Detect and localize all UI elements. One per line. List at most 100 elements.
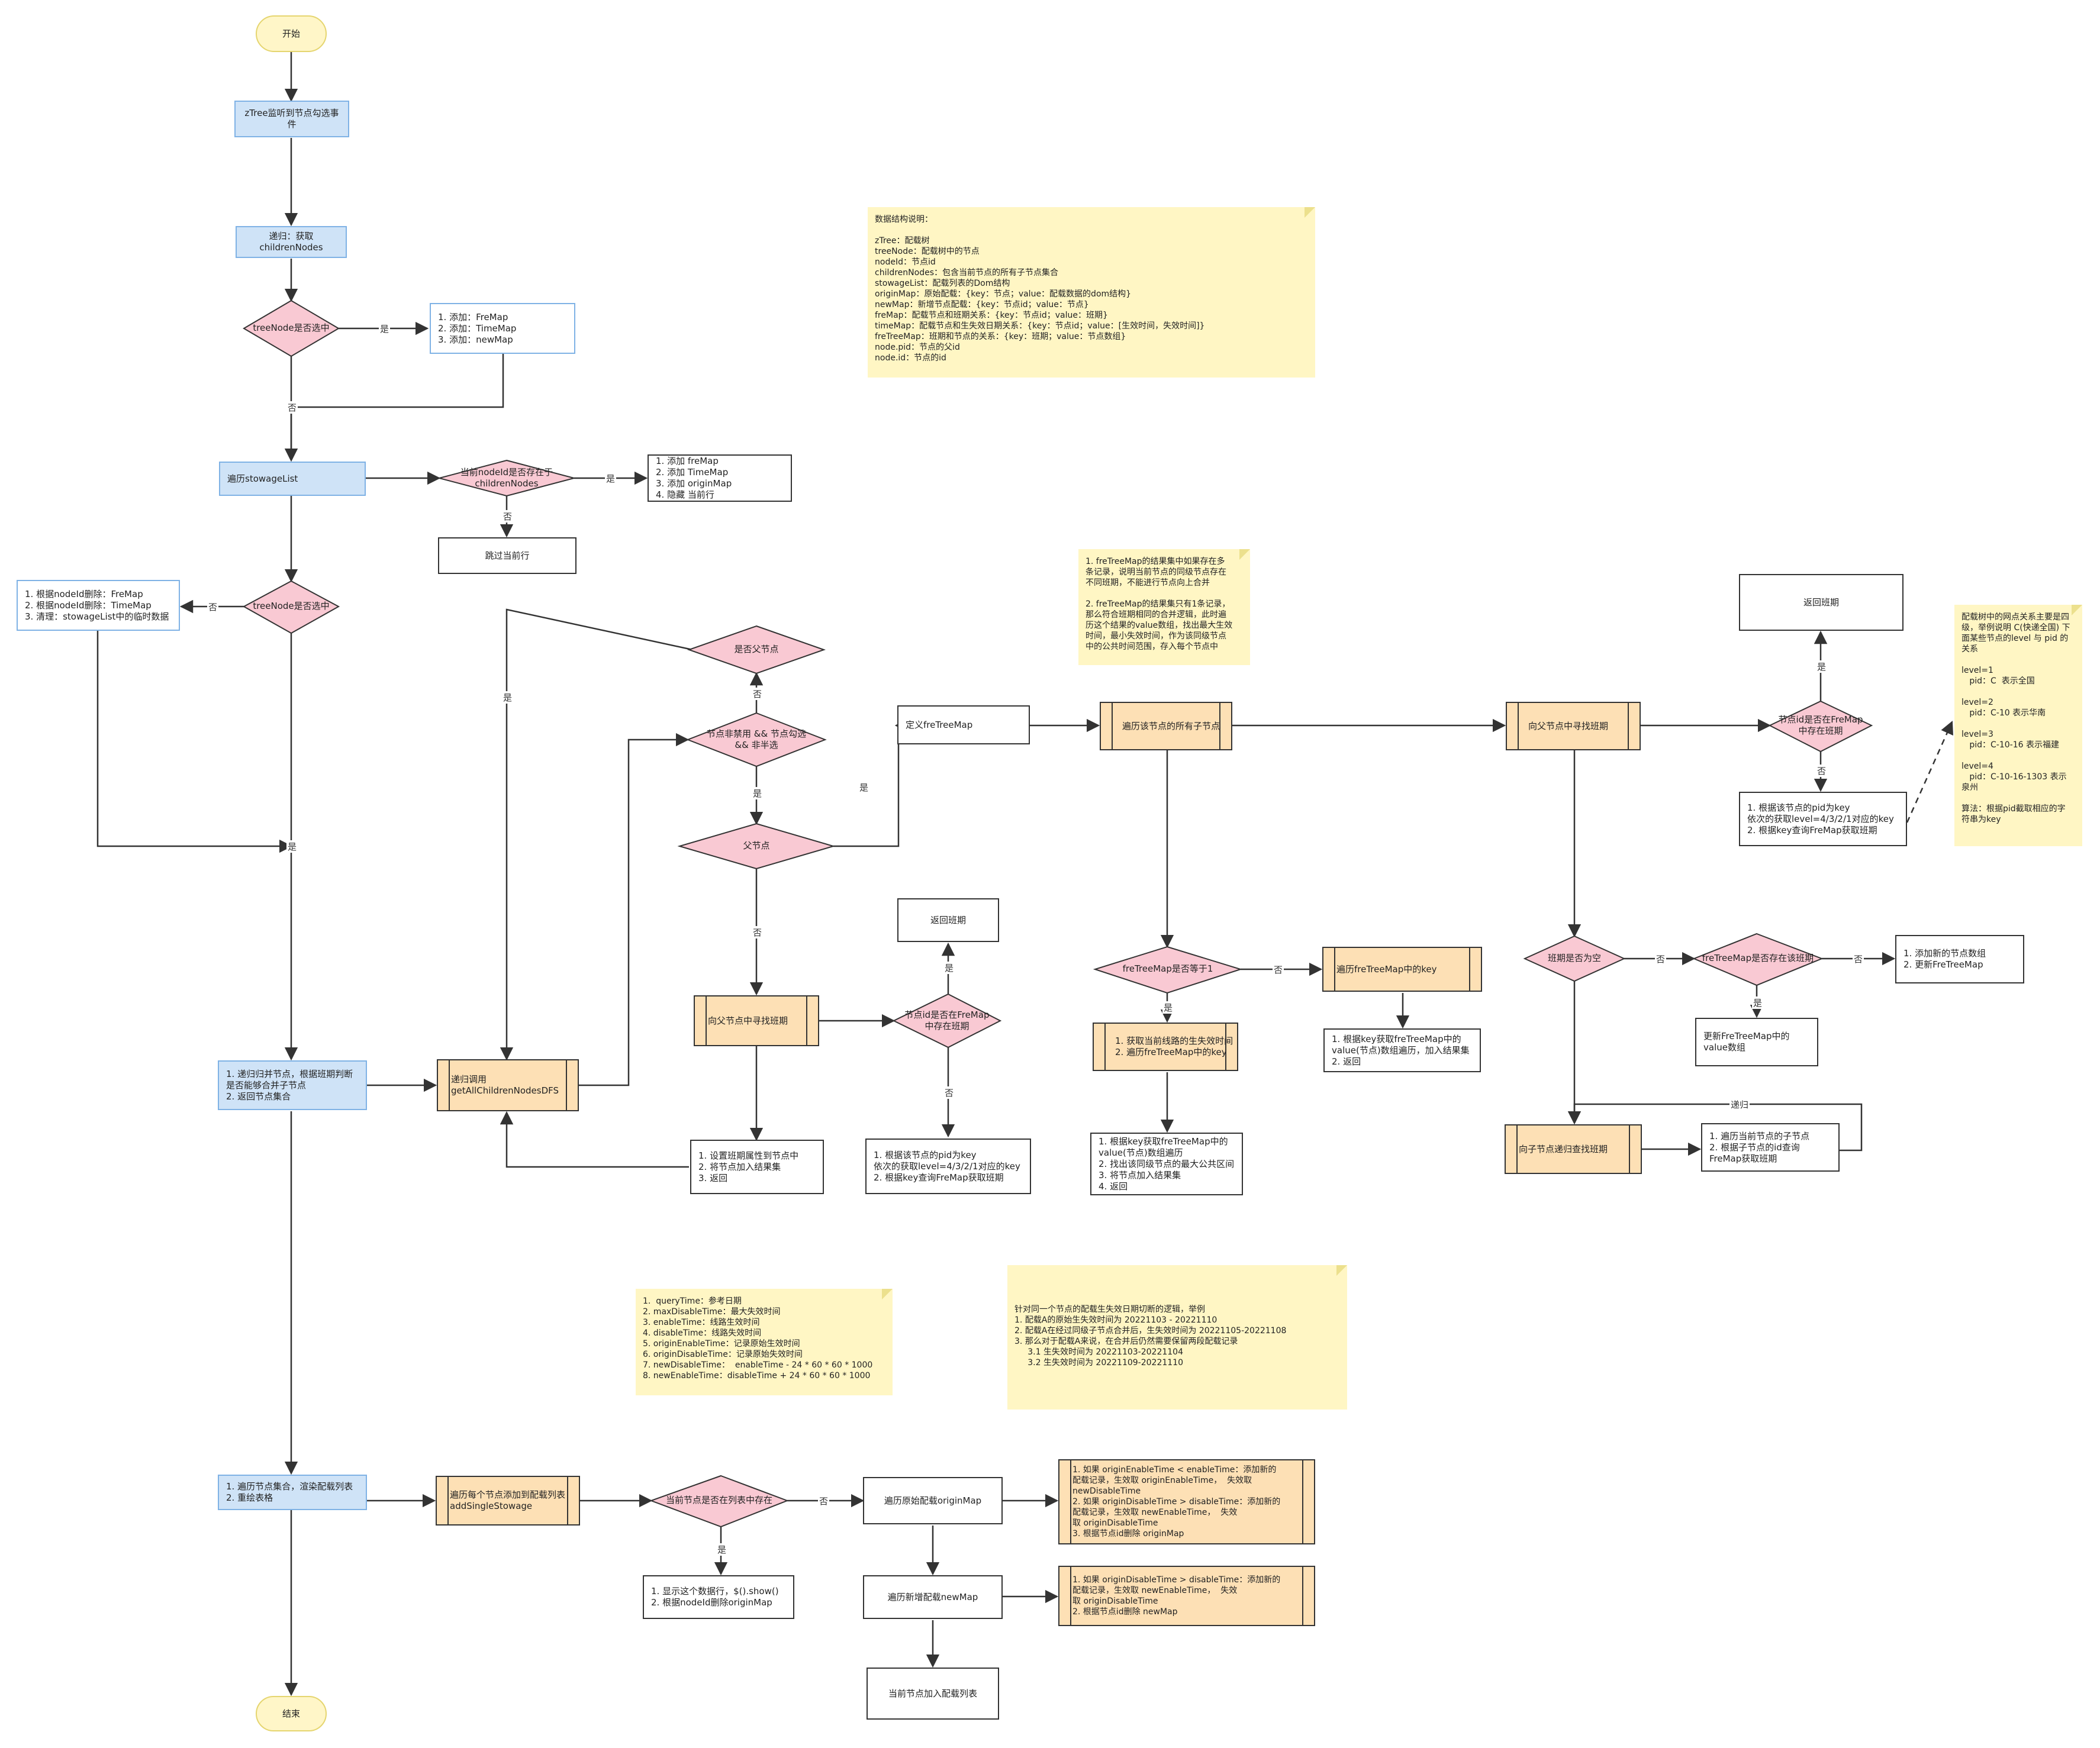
note-level: 配载树中的网点关系主要是四 级，举例说明 C(快递全国) 下 面某些节点的lev…	[1954, 605, 2082, 846]
find-child-recursive-node: 向子节点递归查找班期	[1505, 1124, 1642, 1174]
label-no: 否	[752, 688, 764, 700]
diamond-in-list	[649, 1475, 789, 1528]
label-no: 否	[207, 601, 219, 613]
edge-call-notdisabled	[579, 733, 690, 1086]
end-terminal: 结束	[256, 1696, 327, 1731]
by-key-value-node: 1. 根据key获取freTreeMap中的 value(节点)数组遍历，加入结…	[1323, 1028, 1481, 1072]
skip-row-node: 跳过当前行	[438, 537, 576, 574]
diamond-selected1-label: treeNode是否选中	[253, 322, 330, 333]
edge-isparent-call-yes	[500, 608, 693, 1061]
edge-delete-merge-recursive	[96, 631, 293, 853]
by-pid-mid-node: 1. 根据该节点的pid为key 依次的获取level=4/3/2/1对应的ke…	[865, 1139, 1031, 1194]
note-fold	[1305, 207, 1315, 218]
label-no: 否	[818, 1495, 830, 1507]
label-recursion: 递归	[1729, 1098, 1750, 1111]
diamond-is-parent-label: 是否父节点	[734, 644, 779, 654]
add-maps2-node: 1. 添加 freMap 2. 添加 TimeMap 3. 添加 originM…	[648, 454, 792, 502]
diamond-in-list-label: 当前节点是否在列表中存在	[665, 1495, 772, 1505]
note-fretreemap: 1. freTreeMap的结果集中如果存在多 条记录，说明当前节点的同级节点存…	[1078, 549, 1250, 665]
label-yes: 是	[379, 322, 391, 335]
find-parent-shift2-node: 向父节点中寻找班期	[694, 995, 819, 1046]
label-yes: 是	[943, 962, 955, 974]
diamond-fretreemap-has	[1692, 933, 1824, 986]
traverse-stowage-node: 遍历stowageList	[219, 462, 366, 496]
update-value-node: 更新FreTreeMap中的 value数组	[1695, 1018, 1818, 1066]
return-shift-top-node: 返回班期	[1739, 574, 1903, 631]
note-fold	[882, 1289, 893, 1299]
return-shift-mid-node: 返回班期	[897, 898, 999, 942]
show-row-node: 1. 显示这个数据行，$().show() 2. 根据nodeId删除origi…	[643, 1575, 794, 1619]
label-yes: 是	[286, 840, 298, 853]
by-key-common-node: 1. 根据key获取freTreeMap中的 value(节点)数组遍历 2. …	[1090, 1133, 1243, 1195]
diamond-nodeid-fremap-right-label: 节点id是否在FreMap 中存在班期	[1778, 714, 1863, 736]
label-no: 否	[943, 1086, 955, 1099]
label-yes: 是	[858, 781, 870, 794]
note-split-text: 针对同一个节点的配载生失效日期切断的逻辑，举例 1. 配载A的原始生失效时间为 …	[1014, 1305, 1287, 1368]
add-new-group-node: 1. 添加新的节点数组 2. 更新FreTreeMap	[1895, 935, 2024, 983]
render-list-node: 1. 遍历节点集合，渲染配载列表 2. 重绘表格	[218, 1475, 367, 1510]
label-no: 否	[1816, 765, 1828, 777]
edge-dashed-level-note	[1906, 720, 1954, 823]
edge-traverse-recursion	[1567, 1103, 1863, 1152]
label-yes: 是	[1162, 1001, 1174, 1014]
label-yes: 是	[502, 691, 514, 704]
diamond-parent	[677, 823, 836, 870]
def-fretreemap-node: 定义freTreeMap	[897, 705, 1030, 744]
note-fold	[1336, 1265, 1347, 1276]
traverse-child-id-node: 1. 遍历当前节点的子节点 2. 根据子节点的id查询 FreMap获取班期	[1701, 1123, 1840, 1172]
note-data-structure-text: 数据结构说明： zTree：配载树 treeNode：配载树中的节点 nodeI…	[875, 215, 1205, 363]
diamond-fretreemap-has-label: freTreeMap是否存在该班期	[1702, 953, 1814, 963]
note-data-structure: 数据结构说明： zTree：配载树 treeNode：配载树中的节点 nodeI…	[868, 207, 1315, 378]
new-rules-node: 1. 如果 originDisableTime > disableTime：添加…	[1058, 1566, 1315, 1626]
diamond-shift-empty	[1523, 935, 1626, 982]
diamond-fretreemap-eq1	[1093, 946, 1243, 994]
label-yes: 是	[1752, 996, 1764, 1009]
note-fold	[1239, 549, 1250, 560]
find-parent-shift-node: 向父节点中寻找班期	[1506, 702, 1641, 750]
diamond-nodeid-fremap-mid	[892, 993, 1002, 1049]
diamond-fretreemap-eq1-label: freTreeMap是否等于1	[1122, 963, 1213, 974]
recurse-get-node: 递归：获取 childrenNodes	[236, 226, 347, 258]
origin-rules-node: 1. 如果 originEnableTime < enableTime：添加新的…	[1058, 1459, 1315, 1544]
diamond-not-disabled-label: 节点非禁用 && 节点勾选 && 非半选	[707, 728, 806, 750]
note-split: 针对同一个节点的配载生失效日期切断的逻辑，举例 1. 配载A的原始生失效时间为 …	[1007, 1265, 1347, 1410]
recursive-call-node: 递归调用 getAllChildrenNodesDFS	[437, 1059, 579, 1111]
diamond-nodeid-exist-label: 当前nodeId是否存在于 childrenNodes	[460, 467, 553, 489]
label-no: 否	[1273, 963, 1284, 976]
label-yes: 是	[605, 472, 617, 485]
start-terminal: 开始	[256, 15, 327, 52]
note-time-text: 1. queryTime：参考日期 2. maxDisableTime：最大失效…	[643, 1297, 873, 1381]
diamond-nodeid-fremap-mid-label: 节点id是否在FreMap 中存在班期	[904, 1010, 990, 1031]
add-maps-node: 1. 添加：FreMap 2. 添加：TimeMap 3. 添加：newMap	[430, 303, 575, 354]
traverse-origin-node: 遍历原始配载originMap	[863, 1477, 1003, 1524]
note-time: 1. queryTime：参考日期 2. maxDisableTime：最大失效…	[636, 1289, 893, 1395]
note-fold	[2072, 605, 2082, 615]
delete-maps-node: 1. 根据nodeId删除：FreMap 2. 根据nodeId删除：TimeM…	[17, 580, 180, 631]
label-yes: 是	[1816, 660, 1828, 673]
diamond-nodeid-fremap-right	[1768, 700, 1873, 753]
label-no: 否	[752, 926, 764, 938]
label-no: 否	[502, 510, 514, 523]
listen-node: zTree监听到节点勾选事 件	[234, 101, 349, 137]
label-no: 否	[1655, 953, 1667, 965]
diamond-selected2	[242, 580, 340, 634]
add-current-node: 当前节点加入配载列表	[867, 1668, 999, 1720]
get-path-time-node: 1. 获取当前线路的生失效时间 2. 遍历freTreeMap中的key	[1093, 1023, 1238, 1071]
add-single-node: 遍历每个节点添加到配载列表 addSingleStowage	[436, 1476, 580, 1526]
traverse-new-node: 遍历新增配载newMap	[863, 1575, 1003, 1619]
diamond-parent-label: 父节点	[743, 840, 770, 851]
diamond-is-parent	[687, 625, 826, 675]
edge-setattrs-call	[500, 1111, 689, 1168]
diamond-shift-empty-label: 班期是否为空	[1547, 953, 1601, 963]
note-fretreemap-text: 1. freTreeMap的结果集中如果存在多 条记录，说明当前节点的同级节点存…	[1086, 557, 1233, 652]
label-no: 否	[286, 401, 298, 414]
diamond-nodeid-exist	[437, 459, 576, 497]
diamond-selected1	[243, 299, 340, 357]
edge-addmaps-merge	[284, 354, 504, 462]
traverse-key-node: 遍历freTreeMap中的key	[1322, 947, 1482, 992]
recursive-merge-node: 1. 递归归并节点，根据班期判断 是否能够合并子节点 2. 返回节点集合	[218, 1060, 367, 1110]
diamond-selected2-label: treeNode是否选中	[253, 601, 330, 611]
set-attrs-node: 1. 设置班期属性到节点中 2. 将节点加入结果集 3. 返回	[690, 1140, 824, 1194]
note-level-text: 配载树中的网点关系主要是四 级，举例说明 C(快递全国) 下 面某些节点的lev…	[1961, 612, 2070, 824]
